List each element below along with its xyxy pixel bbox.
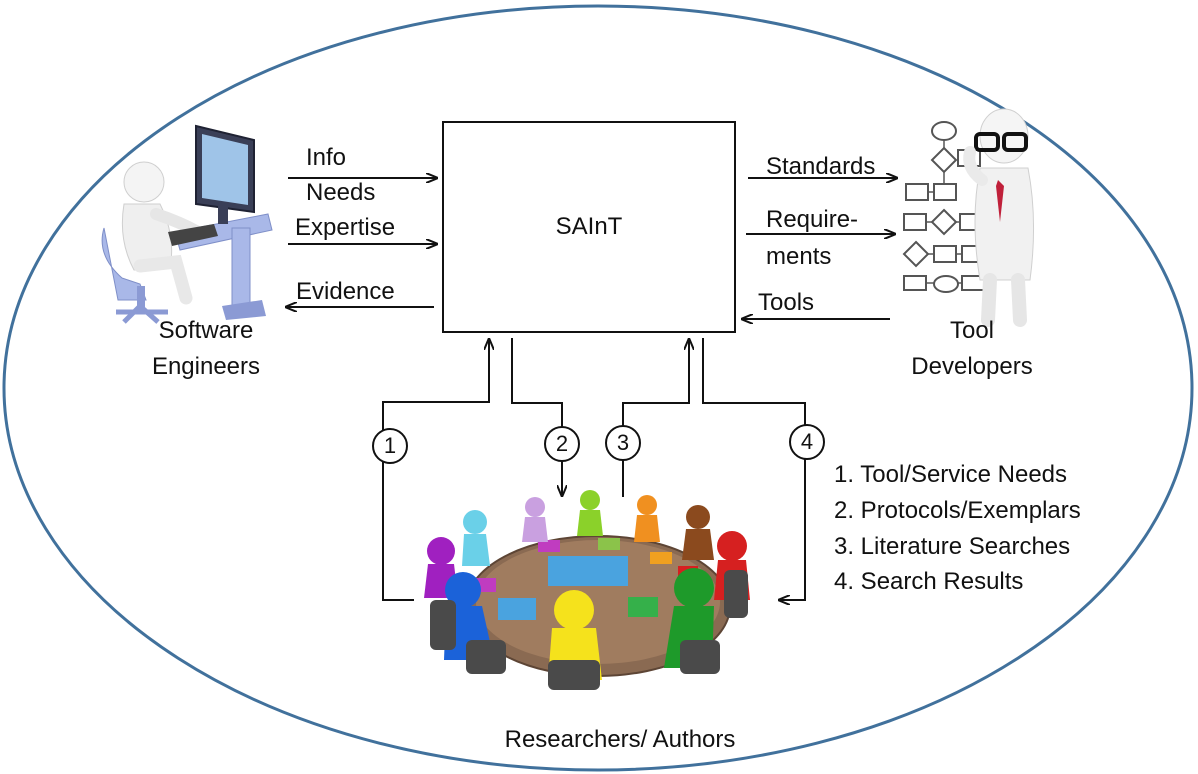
flow-2-connector — [511, 338, 562, 496]
marker-2: 2 — [555, 431, 569, 456]
legend-item-1: 1. Tool/Service Needs — [834, 461, 1068, 488]
legend-item-3: 3. Literature Searches — [834, 533, 1071, 560]
saint-box — [442, 121, 736, 333]
tool-developer-illustration — [902, 108, 1035, 327]
expertise-label: Expertise — [295, 214, 396, 241]
marker-1-circle — [372, 428, 408, 464]
requirements-label-1: Require- — [766, 206, 859, 233]
evidence-label: Evidence — [296, 278, 395, 305]
legend-item-4: 4. Search Results — [834, 568, 1024, 595]
requirements-label-2: ments — [766, 243, 832, 270]
software-engineers-label-2: Engineers — [151, 353, 261, 380]
tools-label: Tools — [758, 289, 815, 316]
marker-2-circle — [544, 426, 580, 462]
needs-label: Needs — [306, 179, 376, 206]
flow-3-connector — [622, 339, 689, 497]
tool-developers-label-1: Tool — [949, 317, 995, 344]
legend-item-2: 2. Protocols/Exemplars — [834, 497, 1081, 524]
software-engineer-illustration — [101, 124, 273, 324]
tool-developers-label-2: Developers — [911, 353, 1033, 380]
marker-4-circle — [789, 424, 825, 460]
flow-1-connector — [382, 339, 489, 601]
system-boundary-ellipse — [2, 4, 1194, 772]
flow-4-connector — [702, 338, 806, 600]
saint-label: SAInT — [555, 213, 623, 240]
marker-1: 1 — [383, 433, 397, 458]
marker-3: 3 — [616, 430, 630, 455]
researchers-label: Researchers/ Authors — [504, 726, 736, 753]
marker-3-circle — [605, 425, 641, 461]
standards-label: Standards — [766, 153, 876, 180]
researchers-table-illustration — [424, 490, 750, 690]
info-label: Info — [306, 144, 347, 171]
software-engineers-label-1: Software — [158, 317, 254, 344]
marker-4: 4 — [800, 429, 814, 454]
